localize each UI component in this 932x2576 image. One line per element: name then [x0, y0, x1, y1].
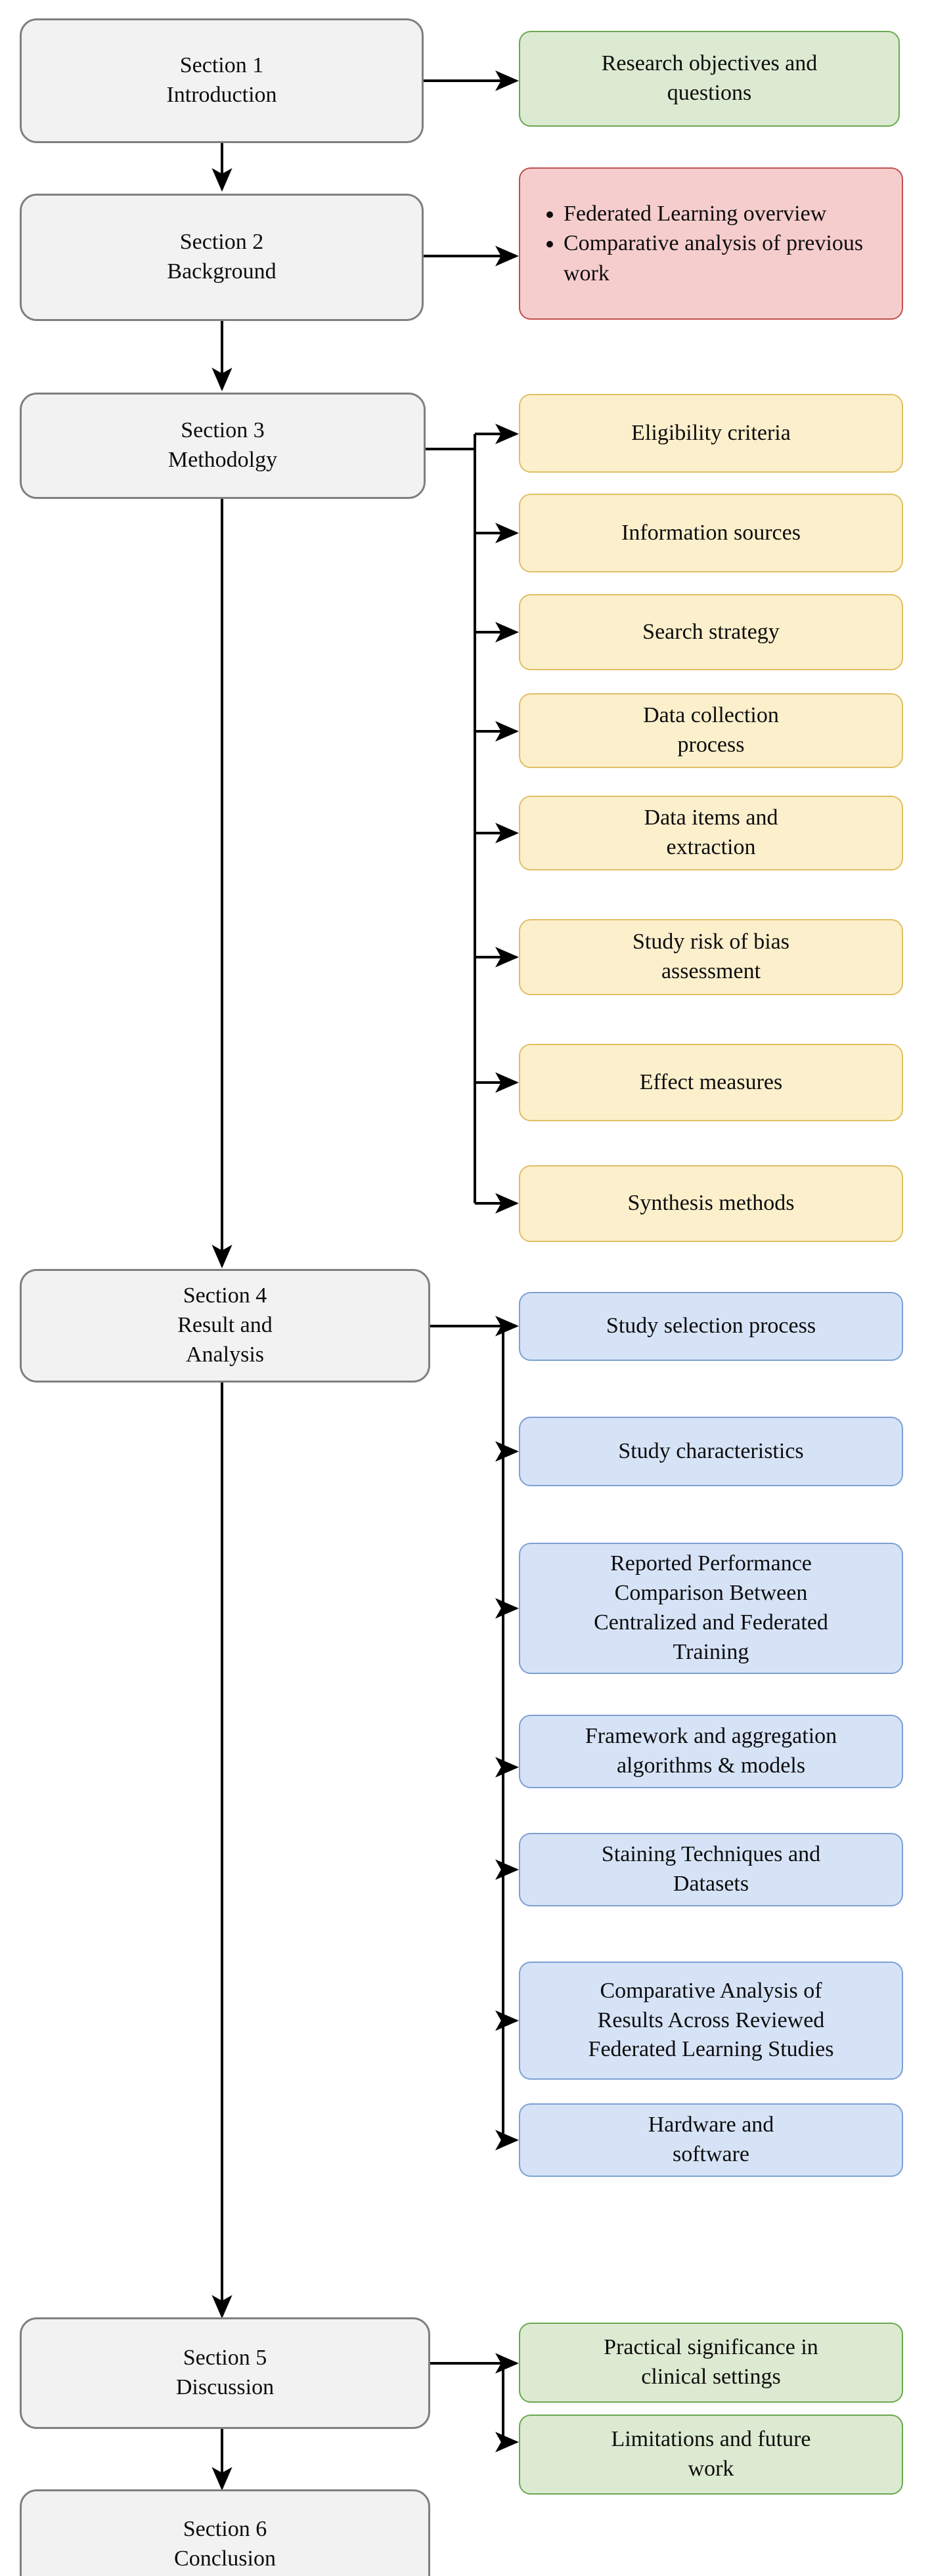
- section-6-label: Section 6 Conclusion: [174, 2517, 276, 2571]
- hardware-software-node[interactable]: Hardware and software: [519, 2103, 903, 2177]
- practical-significance-label: Practical significance in clinical setti…: [604, 2335, 818, 2389]
- framework-aggregation-label: Framework and aggregation algorithms & m…: [585, 1724, 837, 1778]
- background-bullet-item: Comparative analysis of previous work: [564, 228, 893, 288]
- effect-measures-label: Effect measures: [639, 1069, 783, 1094]
- section-5-label: Section 5 Discussion: [175, 2346, 275, 2399]
- staining-techniques-datasets-node[interactable]: Staining Techniques and Datasets: [519, 1833, 903, 1906]
- data-collection-process-node[interactable]: Data collection process: [519, 693, 903, 768]
- section-3-node[interactable]: Section 3 Methodolgy: [20, 393, 426, 499]
- reported-performance-comparison-label: Reported Performance Comparison Between …: [594, 1551, 828, 1664]
- section-1-label: Section 1 Introduction: [166, 53, 277, 107]
- study-characteristics-label: Study characteristics: [618, 1438, 804, 1463]
- limitations-future-work-label: Limitations and future work: [611, 2427, 811, 2481]
- search-strategy-node[interactable]: Search strategy: [519, 594, 903, 670]
- study-characteristics-node[interactable]: Study characteristics: [519, 1417, 903, 1486]
- study-risk-of-bias-node[interactable]: Study risk of bias assessment: [519, 919, 903, 995]
- eligibility-criteria-node[interactable]: Eligibility criteria: [519, 394, 903, 473]
- search-strategy-label: Search strategy: [642, 619, 780, 644]
- data-items-extraction-label: Data items and extraction: [644, 805, 778, 859]
- information-sources-node[interactable]: Information sources: [519, 494, 903, 572]
- data-items-extraction-node[interactable]: Data items and extraction: [519, 796, 903, 870]
- comparative-analysis-results-node[interactable]: Comparative Analysis of Results Across R…: [519, 1962, 903, 2080]
- section-4-label: Section 4 Result and Analysis: [177, 1283, 273, 1367]
- section-6-node[interactable]: Section 6 Conclusion: [20, 2489, 430, 2576]
- comparative-analysis-results-label: Comparative Analysis of Results Across R…: [588, 1978, 834, 2062]
- section-4-node[interactable]: Section 4 Result and Analysis: [20, 1269, 430, 1383]
- framework-aggregation-node[interactable]: Framework and aggregation algorithms & m…: [519, 1715, 903, 1788]
- research-objectives-node[interactable]: Research objectives and questions: [519, 31, 900, 127]
- research-objectives-label: Research objectives and questions: [601, 51, 818, 105]
- effect-measures-node[interactable]: Effect measures: [519, 1044, 903, 1121]
- background-bullet-list: Federated Learning overview Comparative …: [529, 199, 893, 289]
- section-5-node[interactable]: Section 5 Discussion: [20, 2317, 430, 2429]
- practical-significance-node[interactable]: Practical significance in clinical setti…: [519, 2323, 903, 2403]
- staining-techniques-datasets-label: Staining Techniques and Datasets: [601, 1842, 821, 1896]
- background-bullets-node[interactable]: Federated Learning overview Comparative …: [519, 167, 903, 320]
- background-bullet-item: Federated Learning overview: [564, 199, 893, 229]
- study-selection-process-node[interactable]: Study selection process: [519, 1292, 903, 1361]
- information-sources-label: Information sources: [621, 520, 801, 545]
- hardware-software-label: Hardware and software: [648, 2113, 774, 2166]
- study-selection-process-label: Study selection process: [606, 1314, 816, 1339]
- synthesis-methods-label: Synthesis methods: [627, 1191, 795, 1216]
- eligibility-criteria-label: Eligibility criteria: [631, 420, 791, 445]
- section-3-label: Section 3 Methodolgy: [167, 418, 278, 472]
- limitations-future-work-node[interactable]: Limitations and future work: [519, 2415, 903, 2495]
- synthesis-methods-node[interactable]: Synthesis methods: [519, 1165, 903, 1242]
- section-1-node[interactable]: Section 1 Introduction: [20, 18, 424, 143]
- reported-performance-comparison-node[interactable]: Reported Performance Comparison Between …: [519, 1543, 903, 1674]
- data-collection-process-label: Data collection process: [643, 703, 779, 757]
- section-2-label: Section 2 Background: [167, 230, 277, 284]
- section-2-node[interactable]: Section 2 Background: [20, 194, 424, 321]
- study-risk-of-bias-label: Study risk of bias assessment: [632, 930, 789, 983]
